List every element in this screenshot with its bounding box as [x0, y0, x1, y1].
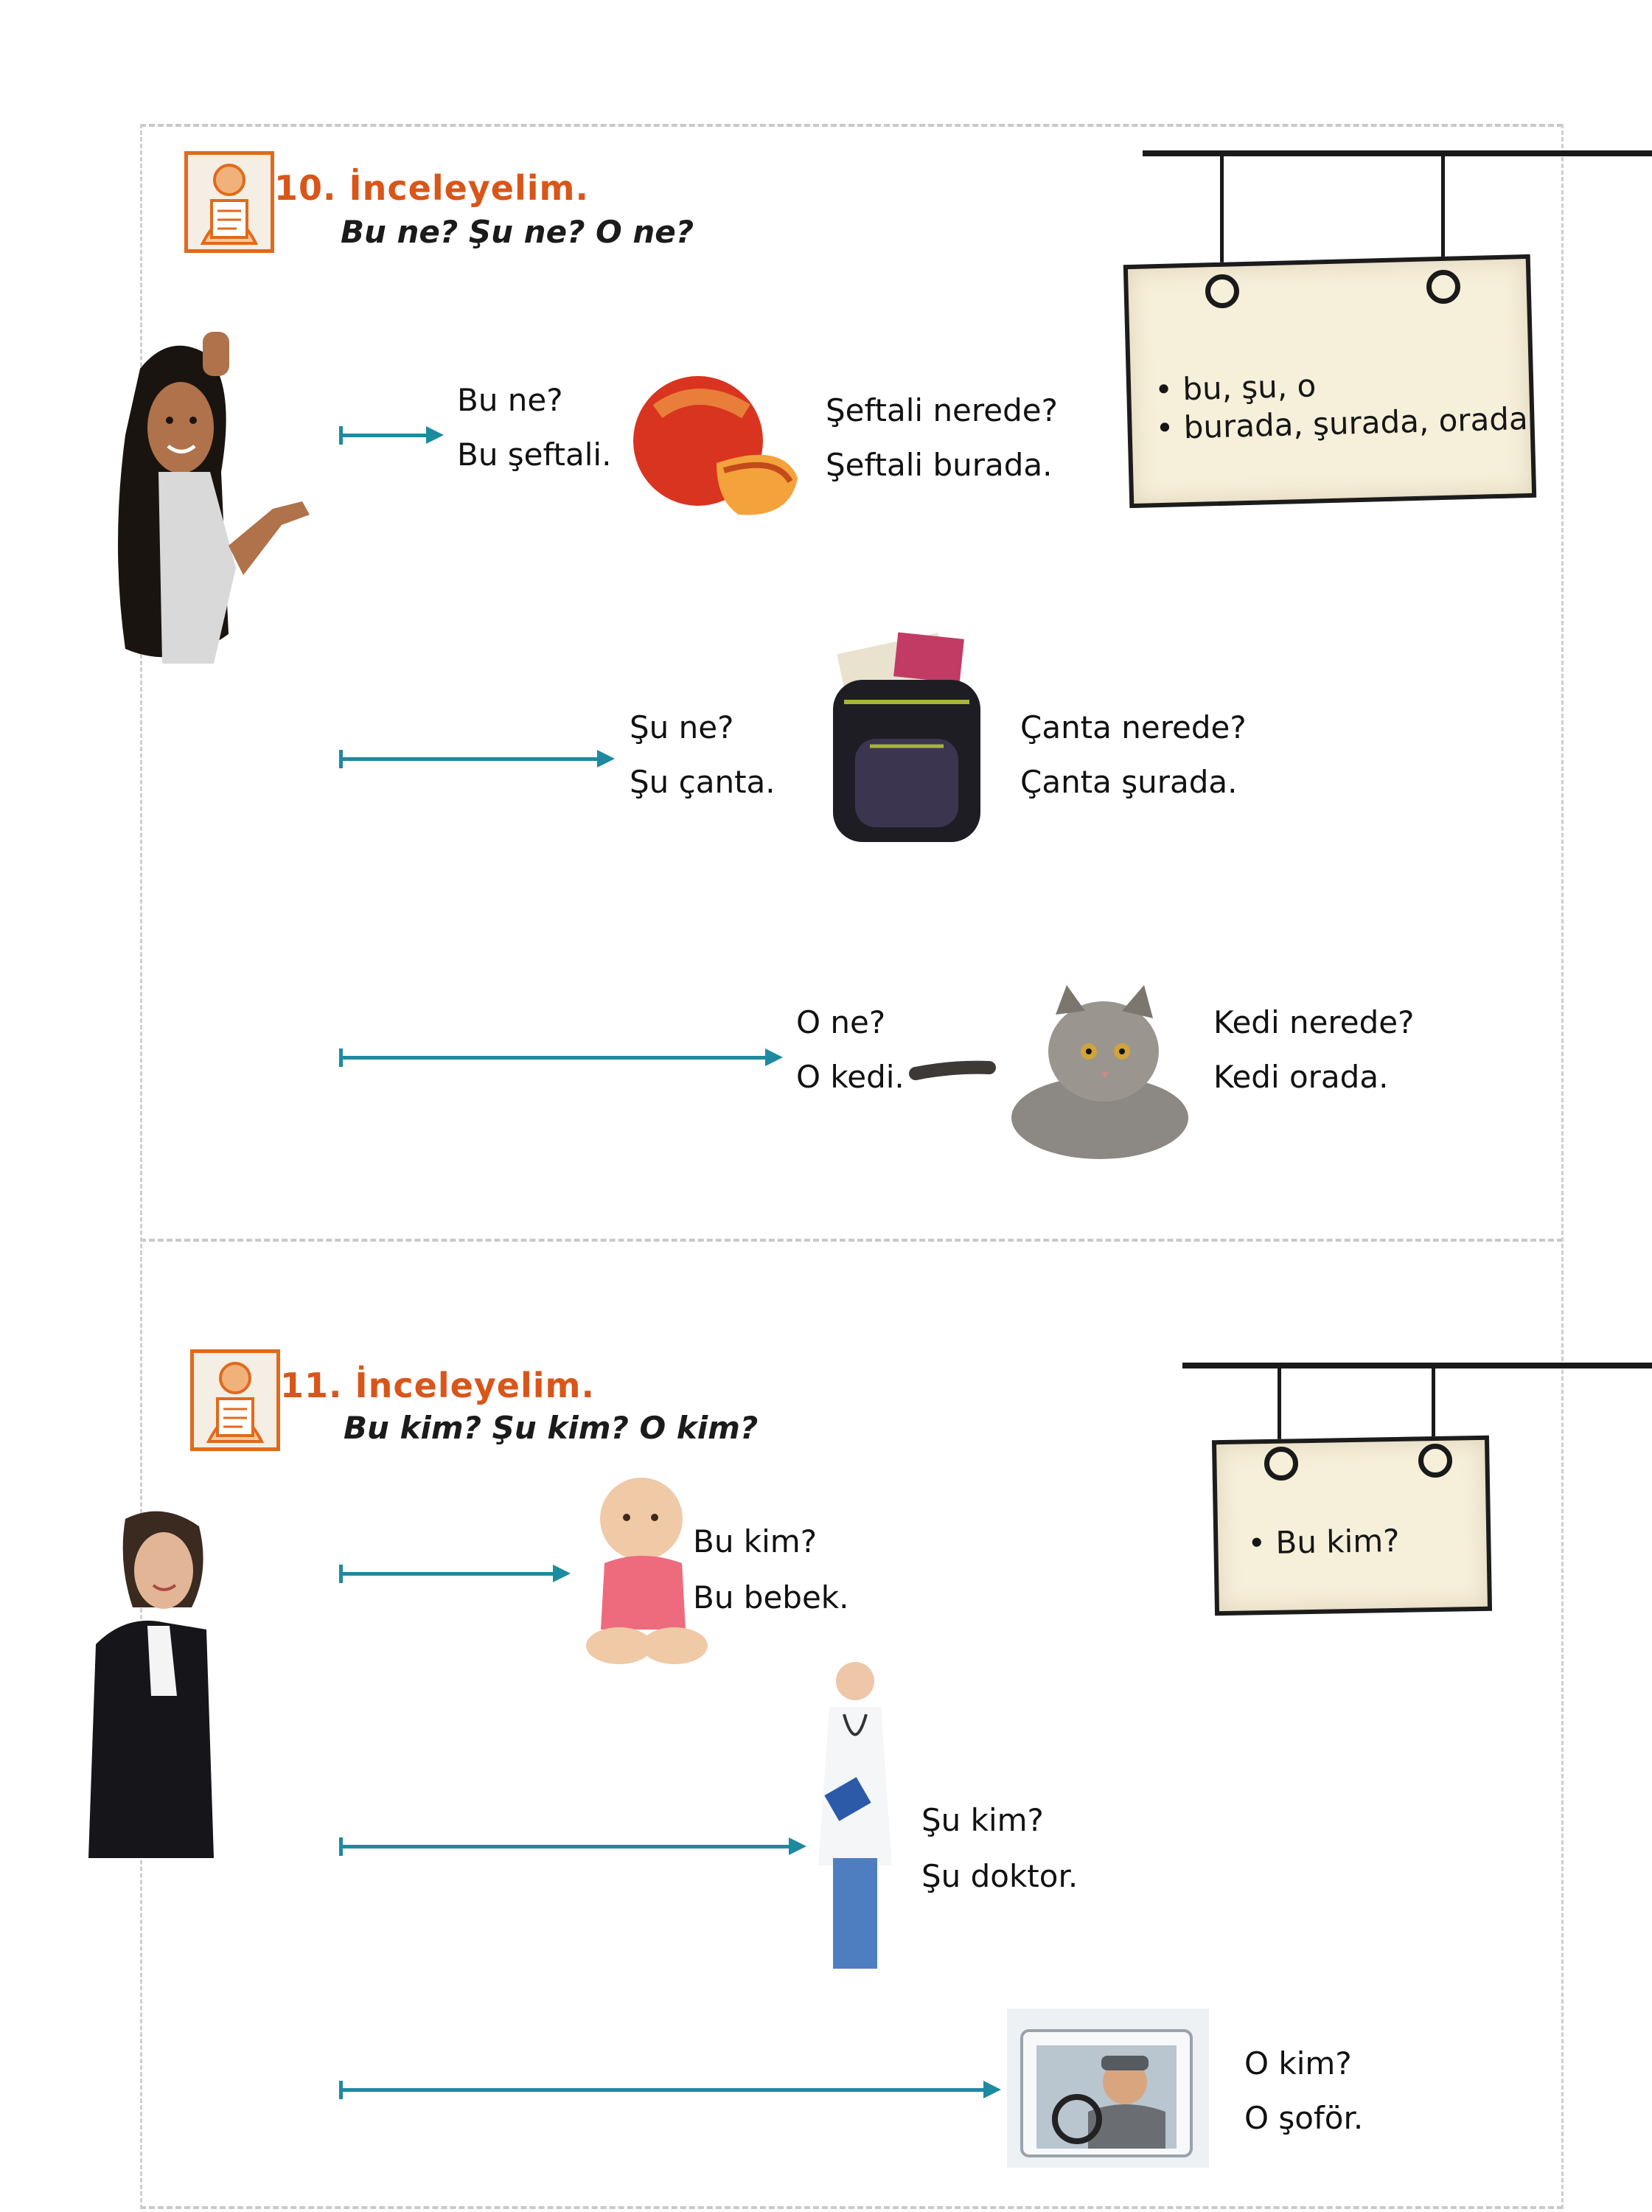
s11-row2-question: Şu kim? — [921, 1802, 1044, 1838]
arrow-icon — [339, 2081, 1001, 2099]
section10-subtitle: Bu ne? Şu ne? O ne? — [341, 214, 694, 250]
sign-board-icon: • bu, şu, o • burada, şurada, orada — [1123, 254, 1537, 509]
sign-rope-right — [1441, 153, 1445, 286]
sign-ring-left — [1264, 1447, 1298, 1481]
frame-middle-border — [140, 1239, 1563, 1242]
reading-badge-icon — [184, 151, 274, 253]
row1-question: Bu ne? — [457, 382, 563, 418]
cat-image — [908, 985, 1188, 1164]
sign-item-1: • bu, şu, o — [1154, 367, 1317, 408]
arrow-icon — [339, 426, 444, 445]
sign-rail — [1143, 150, 1652, 156]
reading-badge-icon — [190, 1349, 280, 1451]
row2-answer: Şu çanta. — [630, 764, 776, 800]
frame-top-border — [140, 124, 1563, 127]
sign-ring-left — [1205, 274, 1239, 308]
baby-image — [575, 1475, 715, 1668]
arrow-icon — [339, 1048, 783, 1067]
frame-right-border — [1561, 124, 1564, 2209]
frame-left-border — [140, 124, 142, 2209]
section11-subtitle: Bu kim? Şu kim? O kim? — [344, 1410, 759, 1446]
row2-where-question: Çanta nerede? — [1020, 709, 1247, 745]
row1-where-answer: Şeftali burada. — [826, 447, 1053, 483]
sign-ring-right — [1426, 270, 1460, 304]
sign-item-2: • burada, şurada, orada — [1154, 400, 1529, 447]
arrow-icon — [339, 750, 615, 768]
row3-question: O ne? — [796, 1004, 886, 1040]
row1-where-question: Şeftali nerede? — [826, 392, 1058, 428]
sign-item-1: • Bu kim? — [1247, 1522, 1400, 1562]
peach-image — [628, 367, 805, 522]
row2-where-answer: Çanta şurada. — [1020, 764, 1238, 800]
sign-ring-right — [1418, 1444, 1452, 1478]
row3-where-answer: Kedi orada. — [1213, 1059, 1389, 1095]
sign-rope-right — [1432, 1366, 1435, 1453]
section11-title: 11. İnceleyelim. — [280, 1366, 595, 1405]
businesswoman-image — [81, 1504, 229, 1858]
driver-image — [1007, 2008, 1209, 2168]
s11-row3-question: O kim? — [1244, 2045, 1352, 2081]
sign-rail — [1182, 1363, 1652, 1368]
backpack-image — [826, 628, 988, 848]
arrow-icon — [339, 1565, 571, 1583]
row3-where-question: Kedi nerede? — [1213, 1004, 1415, 1040]
row2-question: Şu ne? — [630, 709, 734, 745]
s11-row1-answer: Bu bebek. — [693, 1579, 849, 1615]
row1-answer: Bu şeftali. — [457, 437, 612, 473]
woman-pointing-image — [81, 324, 324, 678]
row3-answer: O kedi. — [796, 1059, 905, 1095]
frame-bottom-border — [140, 2206, 1563, 2209]
s11-row1-question: Bu kim? — [693, 1523, 817, 1559]
arrow-icon — [339, 1837, 806, 1856]
s11-row3-answer: O şoför. — [1244, 2100, 1364, 2136]
s11-row2-answer: Şu doktor. — [921, 1858, 1078, 1894]
doctor-image — [807, 1652, 903, 1983]
sign-rope-left — [1278, 1366, 1281, 1453]
section10-title: 10. İnceleyelim. — [274, 168, 589, 208]
sign-rope-left — [1220, 153, 1224, 286]
